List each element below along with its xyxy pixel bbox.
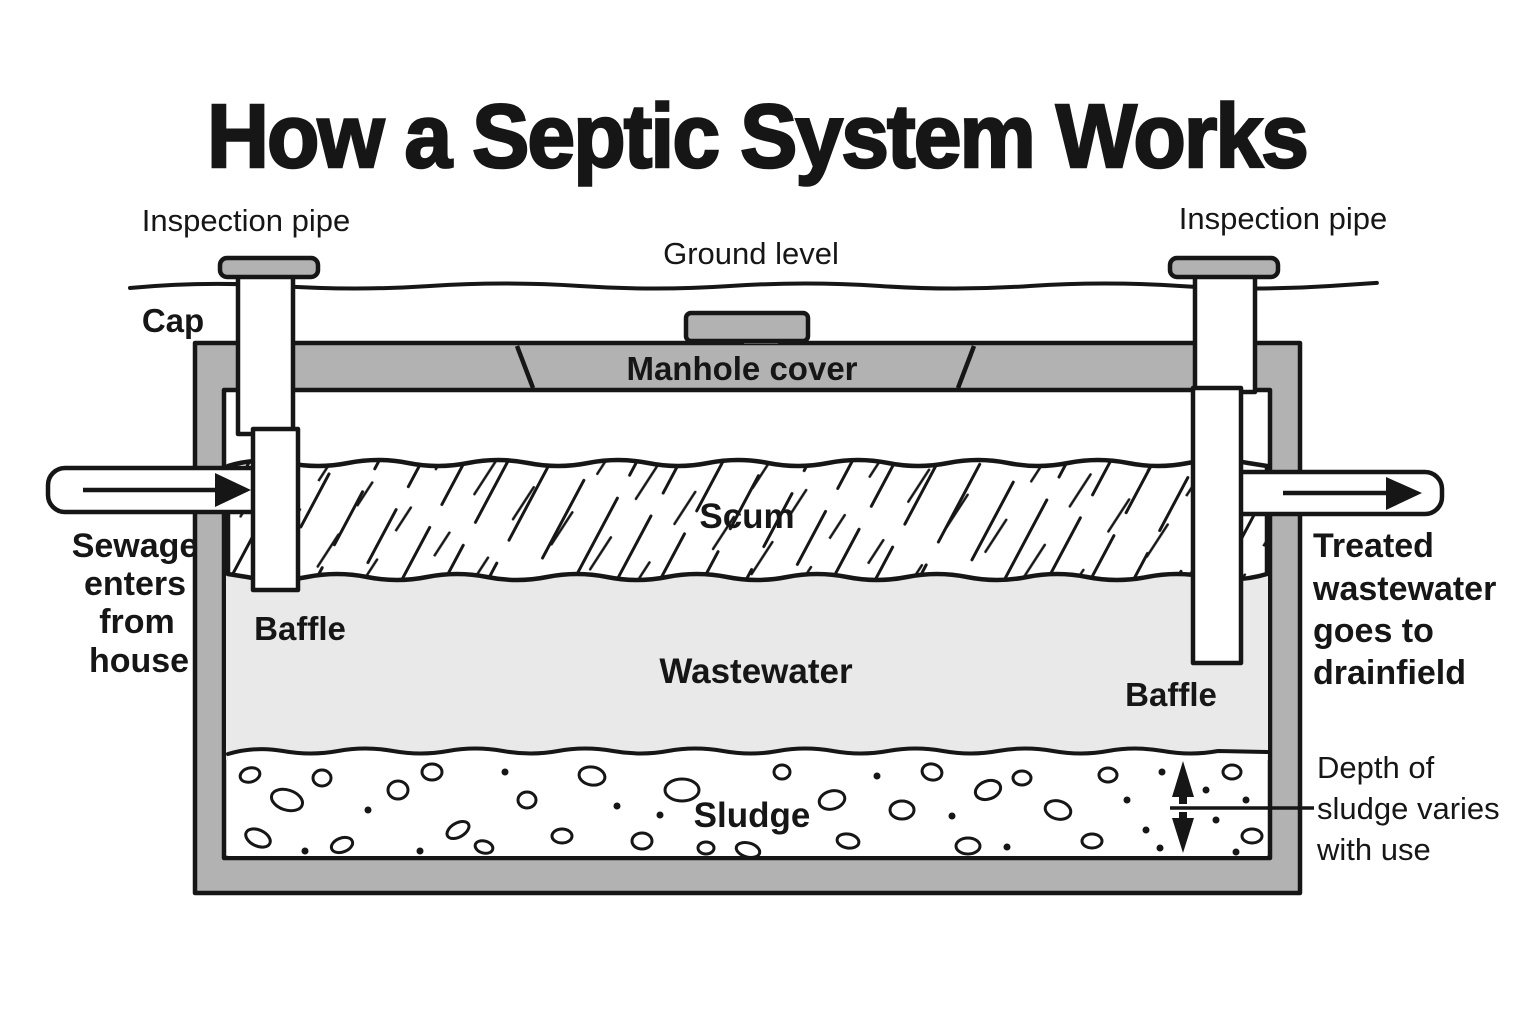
treated-line-2: wastewater xyxy=(1312,570,1496,608)
page-title: How a Septic System Works xyxy=(207,87,1307,187)
inspection-pipe-cap-right xyxy=(1167,255,1281,280)
treated-line-3: goes to xyxy=(1313,612,1434,650)
label-sewage-inlet: Sewage enters from house xyxy=(72,527,199,680)
depth-arrow-down xyxy=(1172,812,1194,853)
label-ground-level: Ground level xyxy=(663,236,839,271)
sludge-bubble xyxy=(734,841,762,859)
sludge-bubbles xyxy=(238,762,1264,859)
sludge-bubble xyxy=(244,827,272,849)
sludge-bubble xyxy=(920,762,944,782)
sludge-bubble xyxy=(954,836,982,856)
sludge-bubble xyxy=(772,763,792,781)
sludge-dot xyxy=(613,802,621,810)
sludge-bubble xyxy=(1080,832,1104,850)
sludge-bubble xyxy=(1240,827,1264,845)
sludge-dot xyxy=(1212,816,1220,824)
label-baffle-left: Baffle xyxy=(254,610,346,647)
sludge-dot xyxy=(1242,796,1250,804)
label-treated-outlet: Treated wastewater goes to drainfield xyxy=(1312,527,1496,692)
ground-line xyxy=(128,280,1379,291)
sludge-bubble xyxy=(445,819,471,841)
label-sludge: Sludge xyxy=(694,796,811,835)
sludge-bubble xyxy=(311,768,333,788)
sewage-line-4: house xyxy=(89,642,189,680)
depth-arrow-up xyxy=(1172,761,1194,804)
sewage-line-3: from xyxy=(99,603,175,641)
baffle-left xyxy=(250,426,301,593)
sludge-bubble xyxy=(550,827,574,845)
sludge-layer xyxy=(228,748,1267,856)
sludge-bubble xyxy=(329,835,355,855)
sludge-bubble xyxy=(663,777,701,803)
label-inspection-pipe-left: Inspection pipe xyxy=(142,203,351,238)
sludge-dot xyxy=(416,847,424,855)
sludge-dot xyxy=(1142,826,1150,834)
depth-line-1: Depth of xyxy=(1317,750,1435,785)
sludge-bubble xyxy=(888,799,916,821)
sludge-bubble xyxy=(473,839,495,855)
sludge-dot xyxy=(1123,796,1131,804)
sludge-dot xyxy=(1158,768,1166,776)
label-baffle-right: Baffle xyxy=(1125,676,1217,713)
sludge-dot xyxy=(873,772,881,780)
sludge-bubble xyxy=(420,762,444,782)
sludge-bubble xyxy=(1097,766,1119,784)
treated-line-4: drainfield xyxy=(1313,654,1466,692)
sludge-bubble xyxy=(696,840,716,856)
inspection-pipe-left xyxy=(235,267,296,437)
label-scum: Scum xyxy=(699,497,794,536)
sludge-dot xyxy=(1003,843,1011,851)
scum-hatch-2 xyxy=(228,460,1267,580)
inspection-pipe-cap-left xyxy=(217,255,321,280)
sludge-bubble xyxy=(1221,763,1243,781)
label-sludge-depth: Depth of sludge varies with use xyxy=(1316,750,1500,867)
sewage-line-2: enters xyxy=(84,565,186,603)
label-cap: Cap xyxy=(142,302,204,339)
label-wastewater: Wastewater xyxy=(659,652,853,691)
sludge-bubble xyxy=(630,831,654,851)
sludge-bubble xyxy=(269,787,305,813)
sludge-bubble xyxy=(238,766,262,784)
sludge-dot xyxy=(1232,848,1240,856)
sludge-dot xyxy=(364,806,372,814)
sludge-bubble xyxy=(1011,769,1033,787)
sludge-bubble xyxy=(973,778,1003,802)
inlet-flow-arrow-head xyxy=(215,473,251,507)
depth-line-2: sludge varies xyxy=(1317,791,1500,826)
sludge-bubble xyxy=(386,779,410,801)
sludge-dot xyxy=(501,768,509,776)
sludge-surface-line xyxy=(226,746,1269,756)
baffle-right xyxy=(1190,385,1244,666)
manhole-handle xyxy=(683,310,811,344)
sludge-dot xyxy=(1202,786,1210,794)
wastewater-layer xyxy=(226,560,1268,760)
sewage-line-1: Sewage xyxy=(72,527,199,565)
treated-line-1: Treated xyxy=(1313,527,1434,565)
sludge-dot xyxy=(301,847,309,855)
inspection-pipe-right xyxy=(1192,267,1258,395)
sludge-dot xyxy=(1156,844,1164,852)
sludge-dot xyxy=(656,811,664,819)
sludge-bubble xyxy=(516,790,538,810)
label-inspection-pipe-right: Inspection pipe xyxy=(1179,201,1388,236)
manhole-slash-right xyxy=(955,345,977,389)
sludge-dot xyxy=(948,812,956,820)
manhole-slash-left xyxy=(514,345,536,389)
sludge-bubble xyxy=(1043,799,1073,821)
sludge-bubble xyxy=(817,789,847,811)
sludge-bubble xyxy=(835,832,861,850)
depth-line-3: with use xyxy=(1316,832,1431,867)
sludge-bubble xyxy=(577,765,607,787)
outlet-flow-arrow-head xyxy=(1386,477,1422,510)
label-manhole-cover: Manhole cover xyxy=(626,350,857,387)
